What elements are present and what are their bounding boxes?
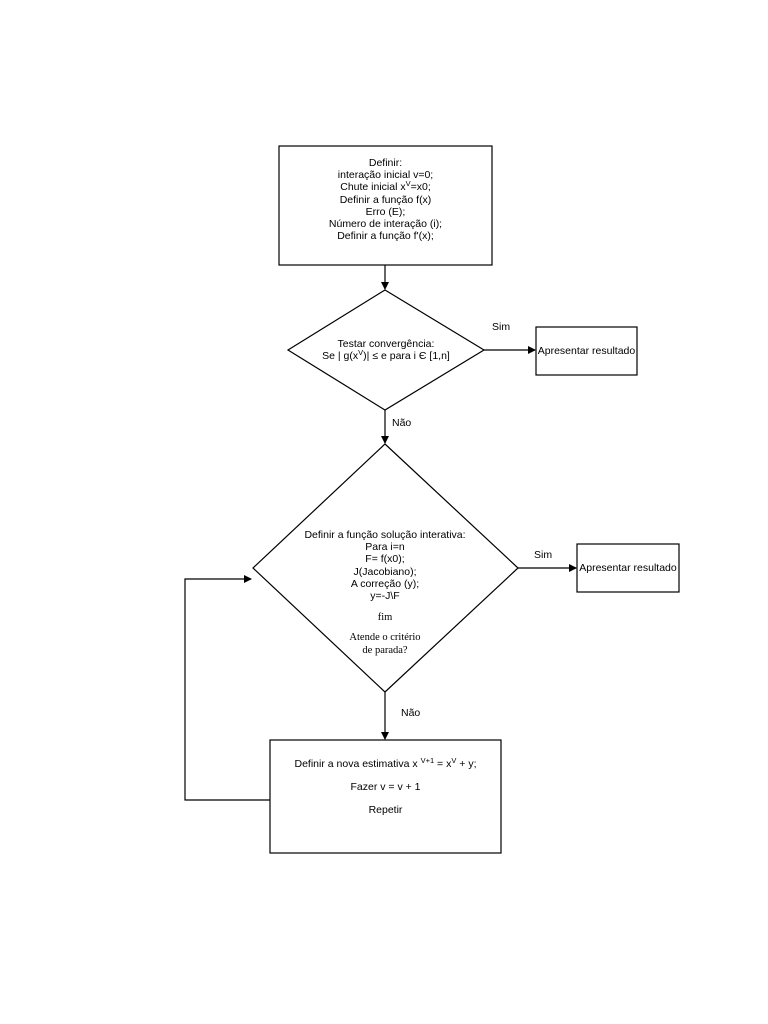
start-chute-text: Chute inicial x [340, 181, 406, 194]
solution-line-f: F= f(x0); [365, 553, 405, 566]
result-box-2 [576, 543, 680, 593]
solution-line-para: Para i=n [365, 541, 405, 554]
start-line-chute: Chute inicial xV=x0; [279, 179, 492, 194]
start-box [278, 145, 493, 266]
update-est-a: Definir a nova estimativa x [294, 758, 421, 770]
start-line-interacao: interação inicial v=0; [337, 169, 434, 182]
update-box-text: Definir a nova estimativa x V+1 = xV + y… [270, 756, 501, 817]
solution-line-fim: fim [377, 612, 393, 624]
update-est-b: = x [434, 758, 452, 770]
result-box-1-label: Apresentar resultado [537, 345, 636, 357]
edge-label-sim-2: Sim [534, 549, 553, 561]
start-box-text: Definir: interação inicial v=0; Chute in… [279, 157, 492, 242]
start-chute-sup: V [405, 179, 411, 189]
convergence-cond-sup: V [358, 348, 364, 358]
update-line-estimativa: Definir a nova estimativa x V+1 = xV + y… [270, 756, 501, 770]
update-box [269, 739, 502, 854]
update-est-sup2: V [451, 756, 457, 765]
solution-line-jacobiano: J(Jacobiano); [353, 565, 417, 578]
update-est-c: + y; [456, 758, 477, 770]
start-line-derivada: Definir a função f'(x); [337, 230, 434, 243]
convergence-title: Testar convergência: [337, 338, 435, 350]
edge-loop-back [184, 575, 270, 801]
edge-label-nao-2: Não [401, 707, 421, 719]
convergence-cond-b: )| ≤ e para i Є [1,n] [363, 350, 450, 363]
start-line-erro: Erro (E); [365, 205, 406, 218]
start-line-funcao: Definir a função f(x) [339, 193, 432, 206]
convergence-text: Testar convergência: Se | g(xV)| ≤ e par… [288, 338, 484, 362]
solution-line-definir: Definir a função solução interativa: [304, 529, 466, 541]
update-line-fazer: Fazer v = v + 1 [350, 781, 421, 794]
convergence-cond-a: Se | g(x [322, 350, 359, 363]
solution-line-y: y=-J\F [370, 590, 400, 603]
solution-line-correcao: A correção (y); [350, 577, 420, 590]
result-box-2-label: Apresentar resultado [579, 562, 677, 574]
update-line-repetir: Repetir [368, 804, 403, 817]
solution-line-parada: de parada? [362, 644, 408, 656]
result-box-1 [535, 326, 638, 376]
start-line-numero: Número de interação (i); [328, 218, 443, 231]
convergence-condition: Se | g(xV)| ≤ e para i Є [1,n] [288, 348, 484, 363]
start-line-definir: Definir: [368, 157, 403, 169]
update-est-sup1: V+1 [420, 756, 435, 765]
edge-label-nao-1: Não [392, 417, 412, 429]
solution-text: Definir a função solução interativa: Par… [285, 529, 485, 657]
solution-line-atende: Atende o critério [349, 632, 421, 644]
start-chute-value: =x0; [410, 181, 431, 194]
edge-label-sim-1: Sim [492, 321, 511, 333]
